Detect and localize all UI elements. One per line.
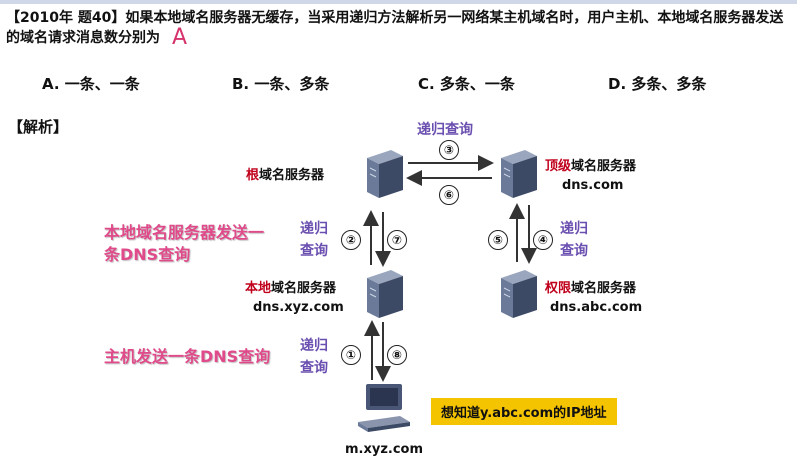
step-3: ③ [439,140,459,160]
step-7: ⑦ [387,230,407,250]
tld-server-icon [501,150,537,198]
local-sends-annotation-line2: 条DNS查询 [104,245,191,264]
option-c: C. 多条、一条 [418,75,515,93]
recursive-label-bottom-2: 查询 [300,360,328,376]
auth-server-domain: dns.abc.com [550,300,643,315]
auth-server-label: 权限域名服务器 [545,281,637,296]
step-1: ① [341,345,361,365]
step-8: ⑧ [387,345,407,365]
host-domain: m.xyz.com [345,442,424,457]
step-6: ⑥ [439,185,459,205]
analysis-heading: 【解析】 [8,118,69,136]
option-b: B. 一条、多条 [232,75,330,93]
root-server-label: 根域名服务器 [246,168,325,183]
root-server-icon [367,150,403,198]
recursive-label-right-2: 查询 [560,243,588,259]
option-d: D. 多条、多条 [608,75,707,93]
recursive-label-bottom-1: 递归 [300,338,328,354]
local-server-icon [367,270,403,318]
host-computer-icon [358,384,410,432]
step-4: ④ [533,230,553,250]
local-server-label: 本地域名服务器 [245,281,337,296]
recursive-label-right-1: 递归 [560,221,588,237]
tld-server-domain: dns.com [562,178,624,193]
recursive-query-top: 递归查询 [417,122,473,138]
host-sends-annotation: 主机发送一条DNS查询 [104,347,271,366]
auth-server-icon [501,270,537,318]
step-2: ② [341,230,361,250]
answer-letter: A [172,25,188,50]
recursive-label-left-1: 递归 [300,221,328,237]
question-body: 【2010年 题40】如果本地域名服务器无缓存，当采用递归方法解析另一网络某主机… [6,10,784,46]
want-to-know-callout: 想知道y.abc.com的IP地址 [431,398,617,425]
question-text: 【2010年 题40】如果本地域名服务器无缓存，当采用递归方法解析另一网络某主机… [6,8,796,50]
tld-server-label: 顶级域名服务器 [545,159,637,174]
local-server-domain: dns.xyz.com [253,300,344,315]
option-a: A. 一条、一条 [42,75,140,93]
local-sends-annotation-line1: 本地域名服务器发送一 [104,223,265,242]
step-5: ⑤ [488,230,508,250]
recursive-label-left-2: 查询 [300,243,328,259]
top-strip [0,0,797,4]
